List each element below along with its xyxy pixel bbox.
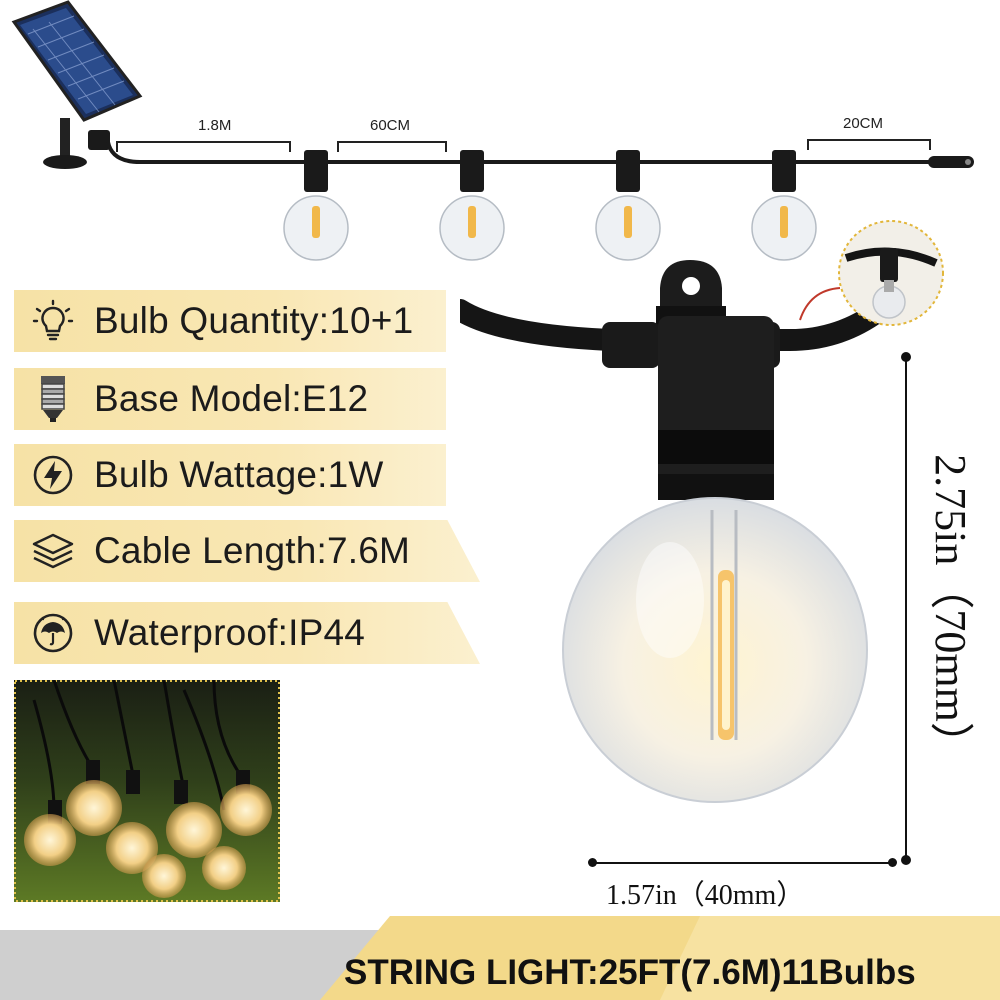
height-measure-line <box>905 360 907 860</box>
socket-detail-inset <box>838 220 944 326</box>
spec-item-cable-length: Cable Length:7.6M <box>14 520 410 582</box>
width-measure-cap <box>888 858 897 867</box>
measure-bracket <box>116 139 931 152</box>
inset-pointer-arrow <box>799 287 841 321</box>
height-measure-cap <box>901 855 911 865</box>
width-measure-line <box>592 862 892 864</box>
spec-item-bulb-quantity: Bulb Quantity:10+1 <box>14 290 413 352</box>
width-measure-cap <box>588 858 597 867</box>
spec-item-waterproof: Waterproof:IP44 <box>14 602 365 664</box>
spec-band <box>14 602 480 664</box>
bulb-base-icon <box>28 374 78 424</box>
spec-band <box>14 520 480 582</box>
string-light-diagram: 1.8M 60CM 20CM <box>11 0 974 261</box>
lightbulb-icon <box>28 296 78 346</box>
spec-band <box>14 290 446 352</box>
lifestyle-photo <box>14 680 280 902</box>
large-bulb-illustration <box>460 260 880 803</box>
width-dimension-label: 1.57in（40mm） <box>606 880 805 911</box>
spec-label: Cable Length:7.6M <box>94 530 411 571</box>
diagram-bulb <box>751 150 817 261</box>
spec-label: Bulb Wattage:1W <box>94 454 384 495</box>
lead-length-label: 1.8M <box>198 117 231 134</box>
height-dimension-label: 2.75in（70mm） <box>926 454 975 766</box>
spec-item-base-model: Base Model:E12 <box>14 368 368 430</box>
spec-item-bulb-wattage: Bulb Wattage:1W <box>14 444 384 506</box>
diagram-bulb <box>439 150 505 261</box>
spec-label: Base Model:E12 <box>94 378 369 419</box>
spacing-label: 60CM <box>370 117 410 134</box>
spec-band <box>14 444 446 506</box>
height-measure-cap <box>901 352 911 362</box>
spec-label: Bulb Quantity:10+1 <box>94 300 414 341</box>
diagram-bulb <box>595 150 661 261</box>
umbrella-icon <box>28 608 78 658</box>
footer-title: STRING LIGHT:25FT(7.6M)11Bulbs <box>344 953 916 992</box>
diagram-bulb <box>283 150 349 261</box>
footer-banner <box>0 916 1000 1000</box>
spec-label: Waterproof:IP44 <box>94 612 366 653</box>
layers-icon <box>28 526 78 576</box>
solar-panel <box>11 0 143 169</box>
lightning-icon <box>28 450 78 500</box>
tail-length-label: 20CM <box>843 115 883 132</box>
spec-band <box>14 368 446 430</box>
